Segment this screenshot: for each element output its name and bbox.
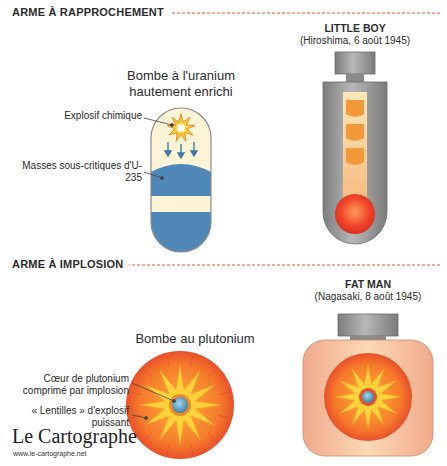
weapon-date: (Hiroshima, 6 août 1945) <box>300 35 410 47</box>
lens-divider <box>143 433 152 442</box>
lens-divider <box>219 391 232 394</box>
callout-label: Masses sous-critiques d'U-235 <box>22 160 142 184</box>
lens-divider <box>143 368 152 377</box>
publisher-url: www.le-cartographe.net <box>13 450 87 458</box>
publisher-logo: Le Cartographe <box>12 424 137 448</box>
weapon-date: (Nagasaki, 8 août 1945) <box>315 291 422 303</box>
weapon-name: LITTLE BOY <box>324 22 385 35</box>
weapon-name: FAT MAN <box>345 278 391 291</box>
lens-divider <box>208 368 217 377</box>
callout-label: Cœur de plutonium comprimé par implosion <box>7 373 129 397</box>
section-header: ARME À RAPPROCHEMENT <box>12 6 170 19</box>
lens-divider <box>208 433 217 442</box>
lens-divider <box>166 354 169 367</box>
bomb-type: Bombe à l'uranium hautement enrichi <box>111 68 251 99</box>
callout-label: Explosif chimique <box>22 110 142 122</box>
lens-divider <box>190 444 193 457</box>
section-header: ARME À IMPLOSION <box>12 258 129 271</box>
lens-divider <box>129 391 142 394</box>
lens-divider <box>190 354 193 367</box>
bomb-type: Bombe au plutonium <box>135 331 254 347</box>
lens-divider <box>166 444 169 457</box>
lens-divider <box>219 415 232 418</box>
